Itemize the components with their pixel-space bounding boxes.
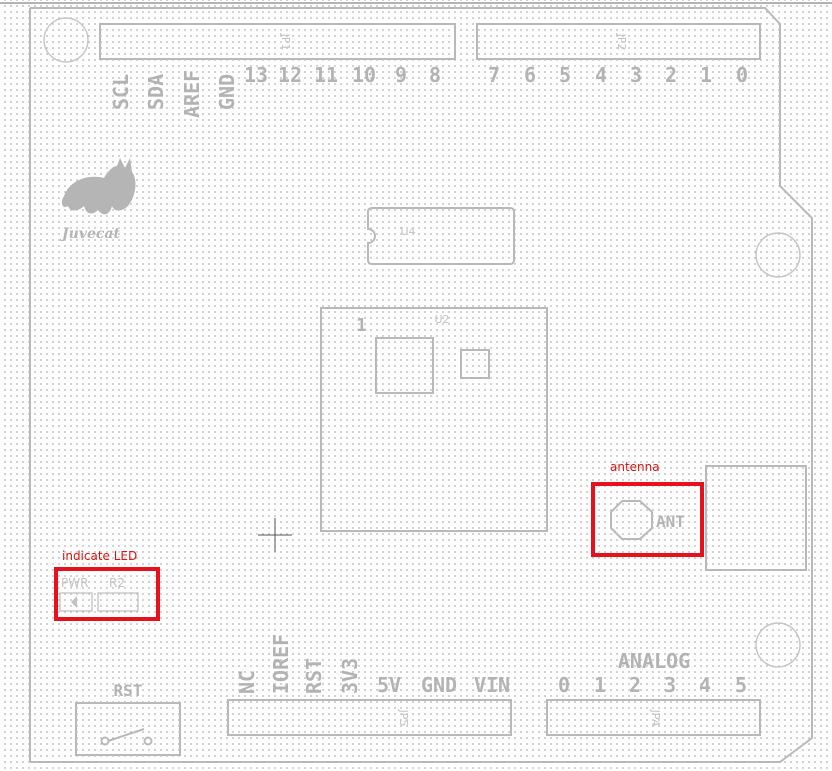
label-ioref: IOREF xyxy=(269,634,293,694)
label-scl: SCL xyxy=(109,74,133,110)
led-pwr-footprint xyxy=(59,592,93,612)
header-jp4-label: JP4 xyxy=(649,709,662,727)
logo-text: Juvecat xyxy=(59,226,120,242)
chip-u4[interactable]: U4 xyxy=(367,207,515,265)
antenna-pad xyxy=(610,500,653,540)
pin-label-13: 13 xyxy=(244,63,268,87)
pin-label-2: 2 xyxy=(665,63,677,87)
led-pwr-label: PWR xyxy=(61,576,88,590)
pin-label-8: 8 xyxy=(429,63,441,87)
analog-pin-2: 2 xyxy=(629,673,641,697)
analog-pin-1: 1 xyxy=(594,673,606,697)
label-sda: SDA xyxy=(144,74,168,110)
reset-switch-icon xyxy=(100,728,153,746)
cat-icon xyxy=(61,158,136,215)
module-u2-pad-large xyxy=(375,337,434,394)
led-r2-footprint xyxy=(97,592,139,612)
analog-pin-0: 0 xyxy=(558,673,570,697)
antenna-highlight-box[interactable] xyxy=(591,482,704,557)
header-jp4[interactable] xyxy=(546,699,761,736)
pin-label-11: 11 xyxy=(314,63,338,87)
label-rst: RST xyxy=(302,658,326,694)
pin-label-5: 5 xyxy=(559,63,571,87)
reset-switch[interactable] xyxy=(75,702,181,756)
module-u2[interactable]: 1 U2 xyxy=(320,307,548,532)
label-5v: 5V xyxy=(377,673,401,697)
analog-title: ANALOG xyxy=(618,649,690,673)
pin-label-3: 3 xyxy=(630,63,642,87)
mounting-hole-right-upper xyxy=(755,232,801,278)
pin-label-12: 12 xyxy=(278,63,302,87)
pin-label-10: 10 xyxy=(352,63,376,87)
pin-label-1: 1 xyxy=(700,63,712,87)
led-highlight-box[interactable] xyxy=(54,567,160,621)
label-gnd-power: GND xyxy=(421,673,457,697)
antenna-annotation: antenna xyxy=(610,460,660,474)
label-3v3: 3V3 xyxy=(338,658,362,694)
pin-label-7: 7 xyxy=(488,63,500,87)
antenna-label: ANT xyxy=(656,512,685,531)
module-u2-label: U2 xyxy=(434,313,449,326)
pin-label-0: 0 xyxy=(736,63,748,87)
juvecat-logo: Juvecat xyxy=(59,158,136,242)
analog-pin-3: 3 xyxy=(664,673,676,697)
header-jp1-label: JP1 xyxy=(279,33,292,51)
pin-label-9: 9 xyxy=(395,63,407,87)
board-outline xyxy=(30,7,813,763)
chip-u4-label: U4 xyxy=(400,225,415,238)
led-annotation: indicate LED xyxy=(62,549,137,563)
mounting-hole-top-left xyxy=(43,17,89,63)
pin-label-4: 4 xyxy=(595,63,607,87)
header-jp5[interactable] xyxy=(227,699,512,736)
analog-pin-5: 5 xyxy=(735,673,747,697)
module-u2-pin1: 1 xyxy=(356,315,367,336)
label-aref: AREF xyxy=(180,70,204,118)
pin-label-6: 6 xyxy=(524,63,536,87)
header-jp1[interactable] xyxy=(99,23,456,60)
header-jp2-label: JP2 xyxy=(615,33,628,51)
antenna-connector-body[interactable] xyxy=(705,465,807,571)
label-vin: VIN xyxy=(474,673,510,697)
mounting-hole-right-lower xyxy=(755,622,801,668)
label-gnd: GND xyxy=(215,74,239,110)
analog-pin-4: 4 xyxy=(699,673,711,697)
chip-u4-outline xyxy=(367,207,515,265)
led-r2-label: R2 xyxy=(109,576,125,590)
header-jp2[interactable] xyxy=(476,23,761,60)
label-nc: NC xyxy=(235,670,259,694)
led-diode-icon xyxy=(71,596,77,608)
header-jp5-label: JP5 xyxy=(397,709,410,727)
reset-label: RST xyxy=(114,681,143,700)
module-u2-pad-small xyxy=(460,349,490,379)
module-u2-outline xyxy=(320,307,548,532)
